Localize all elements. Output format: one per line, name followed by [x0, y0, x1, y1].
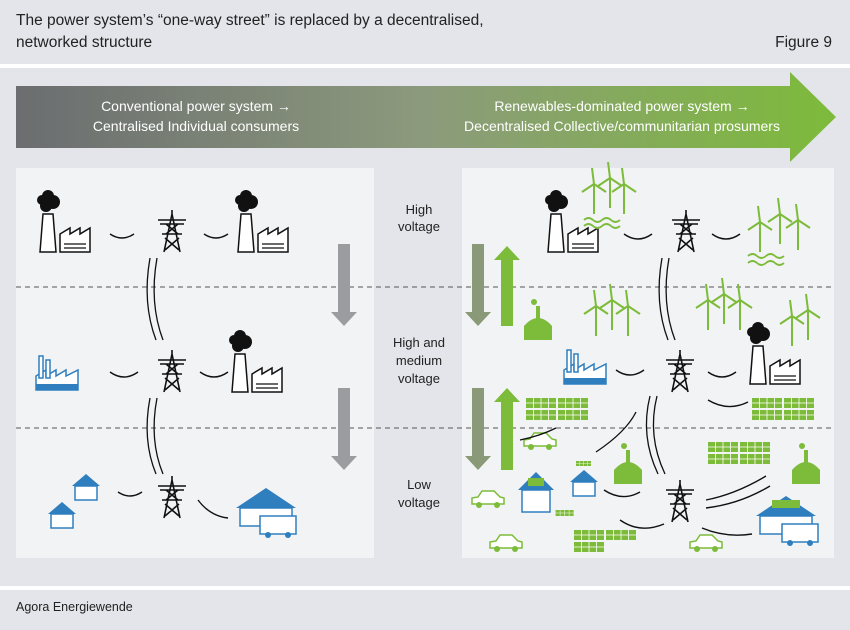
commercial-consumer-icon	[236, 488, 297, 538]
arrow-right-line-1: Renewables-dominated power system →	[494, 98, 749, 114]
label-medium-3: voltage	[398, 371, 440, 386]
title-line-1: The power system’s “one-way street” is r…	[16, 12, 484, 29]
downward-flow-arrow	[331, 244, 357, 326]
power-line	[146, 397, 164, 475]
label-low-2: voltage	[398, 495, 440, 510]
figure-title: The power system’s “one-way street” is r…	[16, 10, 636, 54]
power-line	[109, 233, 229, 239]
title-line-2: networked structure	[16, 34, 153, 51]
diagram-svg: Conventional power system → Centralised …	[16, 72, 836, 558]
label-medium-2: medium	[396, 353, 442, 368]
label-high-1: High	[406, 202, 433, 217]
figure-number: Figure 9	[775, 34, 832, 51]
power-line	[109, 371, 229, 378]
prosumer-house-icon	[518, 472, 554, 513]
power-line	[645, 395, 666, 475]
power-line	[615, 369, 749, 408]
bidirectional-flow-arrow	[494, 246, 520, 326]
arrow-left-line-1: Conventional power system →	[101, 98, 291, 114]
bottom-divider	[0, 586, 850, 590]
arrow-left-line-2: Centralised Individual consumers	[93, 118, 299, 134]
power-line	[658, 257, 676, 341]
power-line	[603, 475, 771, 536]
commercial-prosumer-icon	[756, 496, 819, 546]
power-line	[146, 257, 164, 341]
power-line	[519, 411, 637, 453]
arrow-right-line-2: Decentralised Collective/communitarian p…	[464, 118, 780, 134]
conventional-panel	[16, 168, 374, 558]
diagram-area: Conventional power system → Centralised …	[0, 68, 850, 586]
label-medium-1: High and	[393, 335, 445, 350]
bidirectional-flow-arrow	[494, 388, 520, 470]
power-line	[623, 233, 741, 240]
transition-arrow	[16, 72, 836, 162]
label-low-1: Low	[407, 477, 431, 492]
bidirectional-flow-arrow	[465, 244, 491, 326]
source-credit: Agora Energiewende	[16, 600, 133, 614]
power-line	[117, 491, 229, 519]
downward-flow-arrow	[331, 388, 357, 470]
bidirectional-flow-arrow	[465, 388, 491, 470]
label-high-2: voltage	[398, 219, 440, 234]
footer: Agora Energiewende	[0, 590, 850, 630]
header: The power system’s “one-way street” is r…	[0, 0, 850, 64]
top-divider	[0, 64, 850, 68]
